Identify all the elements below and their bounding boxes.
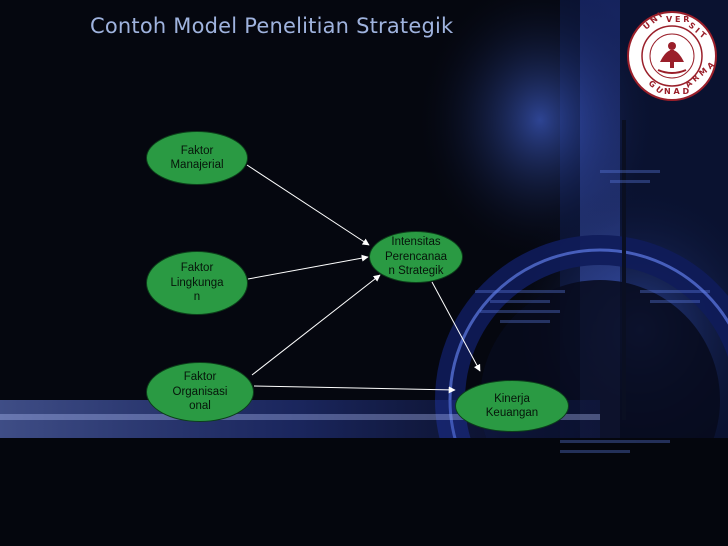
arrow-organisasi-to-kinerja <box>253 385 456 394</box>
node-faktor-manajerial: Faktor Manajerial <box>146 131 248 185</box>
svg-text:N A D: N A D <box>664 87 689 96</box>
node-faktor-manajerial-label: Faktor Manajerial <box>170 144 224 171</box>
arrow-intensitas-to-kinerja <box>431 281 481 372</box>
node-faktor-lingkungan-label: Faktor Lingkunga n <box>170 262 224 304</box>
node-faktor-lingkungan: Faktor Lingkunga n <box>146 251 248 315</box>
node-intensitas-perencanaan-strategik: Intensitas Perencanaa n Strategik <box>369 231 463 283</box>
node-faktor-organisasional-label: Faktor Organisasi onal <box>172 371 228 413</box>
node-kinerja-keuangan: Kinerja Keuangan <box>455 380 569 432</box>
node-kinerja-label: Kinerja Keuangan <box>485 392 539 419</box>
university-logo: U N I V E R S I T G U N A D A R M A <box>627 11 717 101</box>
arrow-organisasi-to-intensitas <box>251 274 381 376</box>
slide-title: Contoh Model Penelitian Strategik <box>90 14 454 38</box>
node-intensitas-label: Intensitas Perencanaa n Strategik <box>384 236 448 278</box>
node-faktor-organisasional: Faktor Organisasi onal <box>146 362 254 422</box>
arrow-lingkungan-to-intensitas <box>247 254 369 280</box>
arrow-manajerial-to-intensitas <box>246 164 370 246</box>
svg-text:V E R: V E R <box>666 15 689 24</box>
